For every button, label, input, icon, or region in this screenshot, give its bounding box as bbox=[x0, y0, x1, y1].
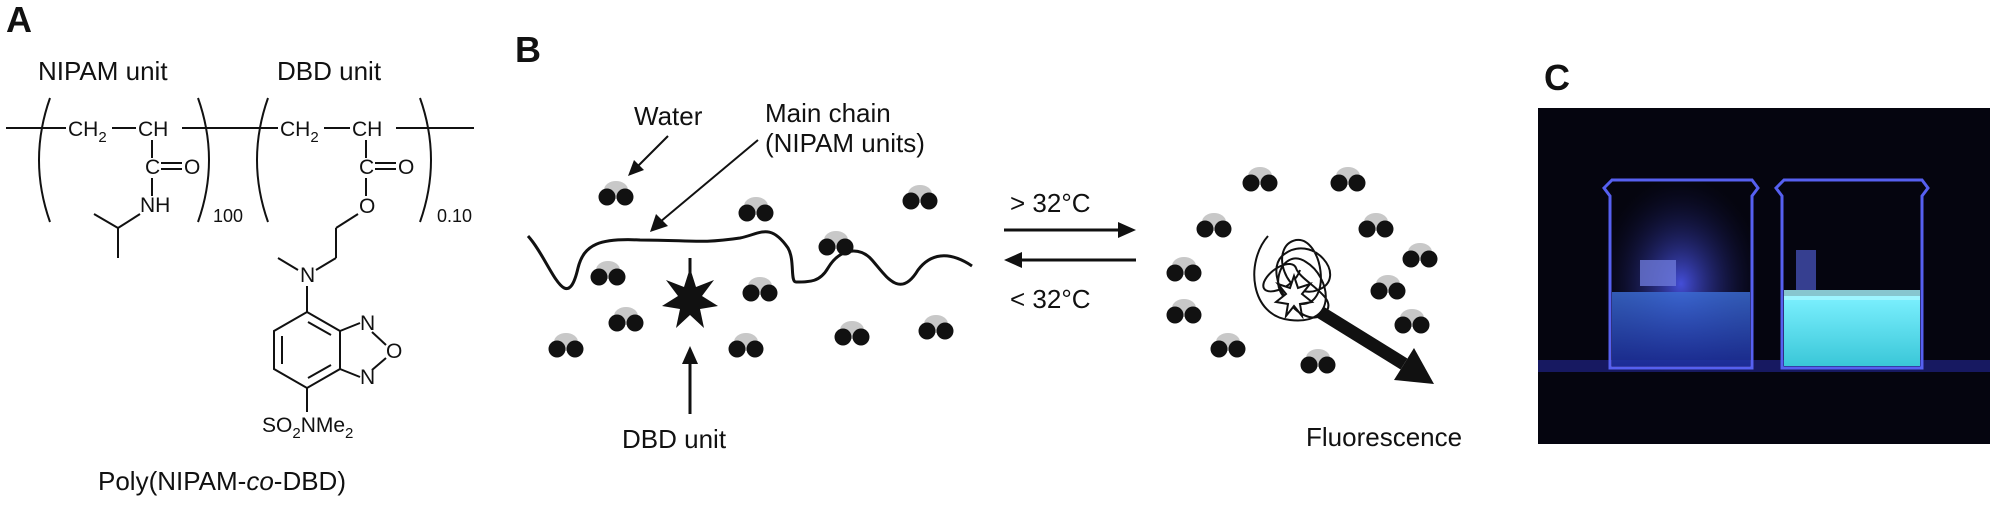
oxadiazole-o: O bbox=[386, 340, 402, 363]
water-molecule bbox=[742, 277, 778, 302]
water-label: Water bbox=[634, 101, 703, 131]
main-chain-pointer-line bbox=[659, 139, 759, 223]
oxadiazole-n-bottom: N bbox=[360, 366, 375, 389]
panel-a: A NIPAM unit DBD unit CH2 CH C O NH 100 … bbox=[6, 0, 474, 496]
water-molecule bbox=[738, 197, 774, 222]
water-pointer-line bbox=[635, 135, 669, 169]
beaker-right-fluorescent-liquid bbox=[1784, 296, 1920, 366]
polymer-name: Poly(NIPAM-co-DBD) bbox=[98, 466, 346, 496]
beaker-right bbox=[1774, 178, 1930, 370]
main-chain-pointer-head bbox=[650, 214, 668, 232]
water-molecule bbox=[1242, 167, 1278, 192]
nipam-unit-label: NIPAM unit bbox=[38, 56, 168, 86]
water-molecule bbox=[1394, 309, 1430, 334]
dbd-repeat-subscript: 0.10 bbox=[437, 206, 472, 226]
nipam-carbonyl-o: O bbox=[184, 156, 200, 179]
water-molecule bbox=[1196, 213, 1232, 238]
linker-bond bbox=[335, 213, 359, 229]
ring-double-bond bbox=[307, 321, 332, 336]
dbd-ch2-text: CH2 bbox=[280, 118, 319, 146]
dbd-carbonyl-o: O bbox=[398, 156, 414, 179]
sulfonamide-group: SO2NMe2 bbox=[262, 414, 353, 442]
benzene-ring bbox=[273, 310, 341, 390]
dbd-ester-o: O bbox=[359, 195, 375, 218]
water-molecule bbox=[902, 185, 938, 210]
fluorescence-label: Fluorescence bbox=[1306, 422, 1462, 452]
oxadiazole-bond bbox=[339, 322, 361, 332]
panel-b-letter: B bbox=[515, 29, 541, 70]
oxadiazole-bond bbox=[371, 357, 387, 371]
beaker-left bbox=[1602, 176, 1760, 372]
forward-temperature-label: > 32°C bbox=[1010, 188, 1091, 218]
n-methyl-bond bbox=[277, 257, 299, 271]
panel-c: C bbox=[1538, 57, 1990, 444]
water-molecule bbox=[590, 261, 626, 286]
beaker-right-outline bbox=[1774, 178, 1930, 370]
panel-c-letter: C bbox=[1544, 57, 1570, 98]
water-molecule bbox=[548, 333, 584, 358]
ring-double-bond bbox=[307, 364, 332, 379]
amine-n: N bbox=[300, 264, 315, 287]
main-chain-sublabel: (NIPAM units) bbox=[765, 128, 925, 158]
fluorescence-arrow-line bbox=[1316, 306, 1408, 370]
water-molecule bbox=[1370, 275, 1406, 300]
water-molecules-collapsed bbox=[1166, 167, 1438, 374]
dbd-fluorophore-star bbox=[662, 268, 718, 328]
oxadiazole-bond bbox=[371, 331, 387, 346]
fluorescence-arrow-head bbox=[1394, 348, 1434, 384]
nipam-ch2-text: CH2 bbox=[68, 118, 107, 146]
reverse-arrow-head bbox=[1004, 252, 1022, 268]
nipam-nh: NH bbox=[140, 194, 170, 217]
water-molecule bbox=[918, 315, 954, 340]
water-molecule bbox=[1300, 349, 1336, 374]
beaker-left-outline bbox=[1602, 178, 1760, 370]
dbd-unit-label-b: DBD unit bbox=[622, 424, 727, 454]
dbd-pointer-head bbox=[682, 346, 698, 364]
dbd-open-bracket bbox=[256, 97, 269, 223]
panel-b: B Water Main chain (NIPAM units) DBD uni… bbox=[515, 29, 1462, 454]
nipam-open-bracket bbox=[38, 97, 51, 223]
dbd-fluorophore-star-collapsed bbox=[1273, 272, 1315, 320]
dbd-carbonyl-c: C bbox=[359, 156, 374, 179]
water-molecule bbox=[1166, 299, 1202, 324]
water-molecule bbox=[1166, 257, 1202, 282]
forward-arrow-head bbox=[1118, 222, 1136, 238]
water-molecule bbox=[1358, 213, 1394, 238]
oxadiazole-n-top: N bbox=[360, 312, 375, 335]
water-molecule bbox=[818, 231, 854, 256]
oxadiazole-bond bbox=[339, 368, 361, 378]
isopropyl-bond bbox=[93, 213, 119, 229]
dbd-close-bracket bbox=[419, 97, 432, 223]
water-molecule bbox=[834, 321, 870, 346]
water-molecule bbox=[608, 307, 644, 332]
water-molecule bbox=[598, 181, 634, 206]
linker-bond bbox=[315, 257, 337, 271]
beaker-left-label-reflection bbox=[1640, 260, 1676, 286]
main-chain-label: Main chain bbox=[765, 98, 891, 128]
nipam-carbonyl-c: C bbox=[145, 156, 160, 179]
dbd-unit-label-a: DBD unit bbox=[277, 56, 382, 86]
reverse-temperature-label: < 32°C bbox=[1010, 284, 1091, 314]
water-molecule bbox=[1330, 167, 1366, 192]
panel-a-letter: A bbox=[6, 0, 32, 40]
water-molecule bbox=[1210, 333, 1246, 358]
nipam-ch-text: CH bbox=[138, 118, 168, 141]
water-molecule bbox=[1402, 243, 1438, 268]
water-pointer-head bbox=[628, 160, 644, 176]
beaker-right-meniscus bbox=[1784, 290, 1920, 300]
dbd-ch-text: CH bbox=[352, 118, 382, 141]
polymer-main-chain bbox=[526, 230, 973, 291]
isopropyl-bond bbox=[117, 213, 141, 229]
water-molecules-extended bbox=[548, 181, 954, 358]
nipam-close-bracket bbox=[197, 97, 210, 223]
water-molecule bbox=[728, 333, 764, 358]
beaker-right-label-reflection bbox=[1796, 250, 1816, 290]
nipam-repeat-subscript: 100 bbox=[213, 206, 243, 226]
beaker-left-liquid bbox=[1612, 292, 1750, 366]
